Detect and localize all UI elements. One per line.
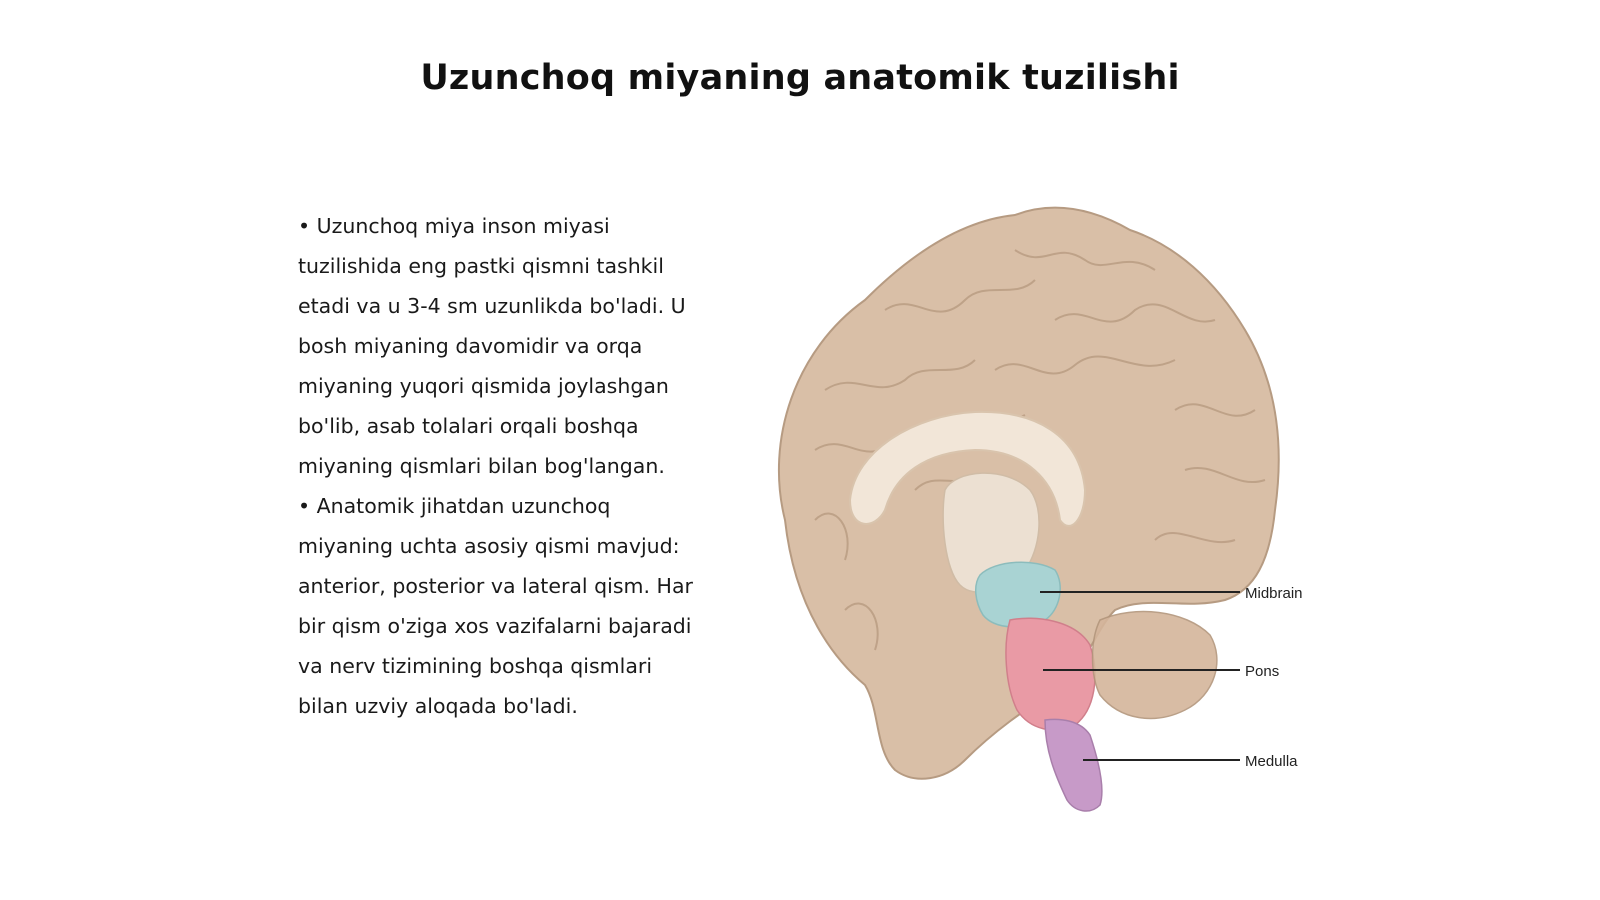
medulla-label: Medulla (1245, 753, 1298, 770)
brain-diagram: Midbrain Pons Medulla (755, 190, 1335, 840)
cerebellum (1091, 610, 1218, 720)
brain-illustration: Midbrain Pons Medulla (778, 206, 1303, 812)
corpus-callosum (848, 410, 1087, 527)
gyri-lines (814, 249, 1266, 651)
midbrain (975, 561, 1061, 628)
midbrain-label: Midbrain (1245, 585, 1303, 602)
slide-title: Uzunchoq miyaning anatomik tuzilishi (420, 58, 1180, 98)
body-text: • Uzunchoq miya inson miyasi tuzilishida… (298, 206, 698, 726)
paragraph-1: • Uzunchoq miya inson miyasi tuzilishida… (298, 214, 686, 478)
paragraph-2: • Anatomik jihatdan uzunchoq miyaning uc… (298, 494, 693, 718)
pons-label: Pons (1245, 663, 1279, 680)
medulla (1044, 718, 1103, 812)
pons (1005, 617, 1096, 731)
